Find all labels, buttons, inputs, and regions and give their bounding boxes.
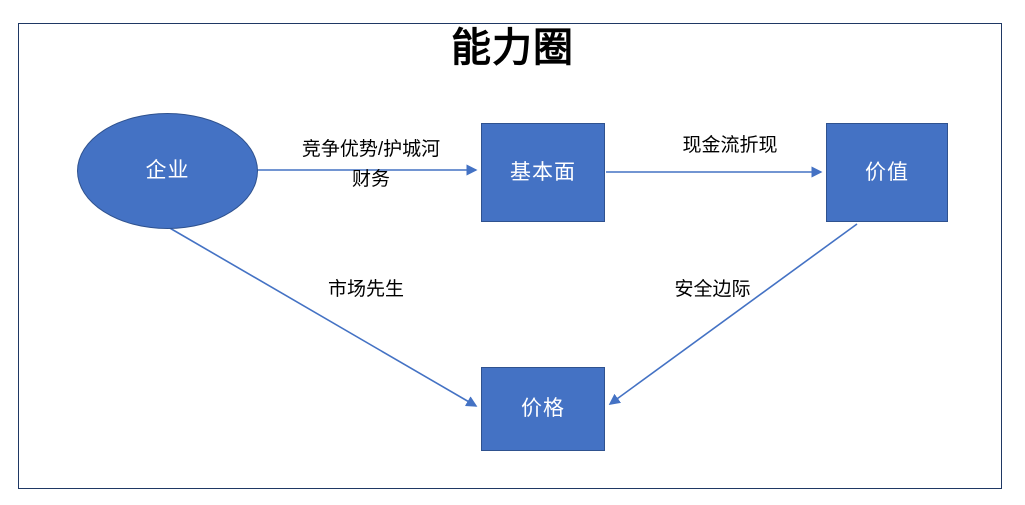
edge-label-line2: 财务 [351,169,390,190]
node-value[interactable]: 价值 [826,123,948,222]
edge-label-line1: 竞争优势/护城河 [301,139,441,160]
node-fundamentals[interactable]: 基本面 [481,123,605,222]
node-fundamentals-label: 基本面 [510,160,576,184]
node-enterprise-label: 企业 [145,159,190,183]
node-value-label: 价值 [865,160,909,184]
edge-label-mr-market: 市场先生 [306,275,426,305]
node-enterprise[interactable]: 企业 [77,113,258,229]
edge-label-margin-of-safety: 安全边际 [650,275,775,305]
edge-value-to-price [608,223,858,405]
edge-label-line1: 安全边际 [674,279,751,300]
edge-label-competitive-advantage: 竞争优势/护城河 财务 [276,135,466,195]
node-price-label: 价格 [521,397,565,421]
edge-enterprise-to-price [167,226,478,407]
page-title: 能力圈 [451,26,574,70]
edge-label-discounted-cash-flow: 现金流折现 [640,131,820,161]
edge-label-line1: 现金流折现 [682,135,778,156]
node-price[interactable]: 价格 [481,367,605,451]
edge-label-line1: 市场先生 [327,279,404,300]
